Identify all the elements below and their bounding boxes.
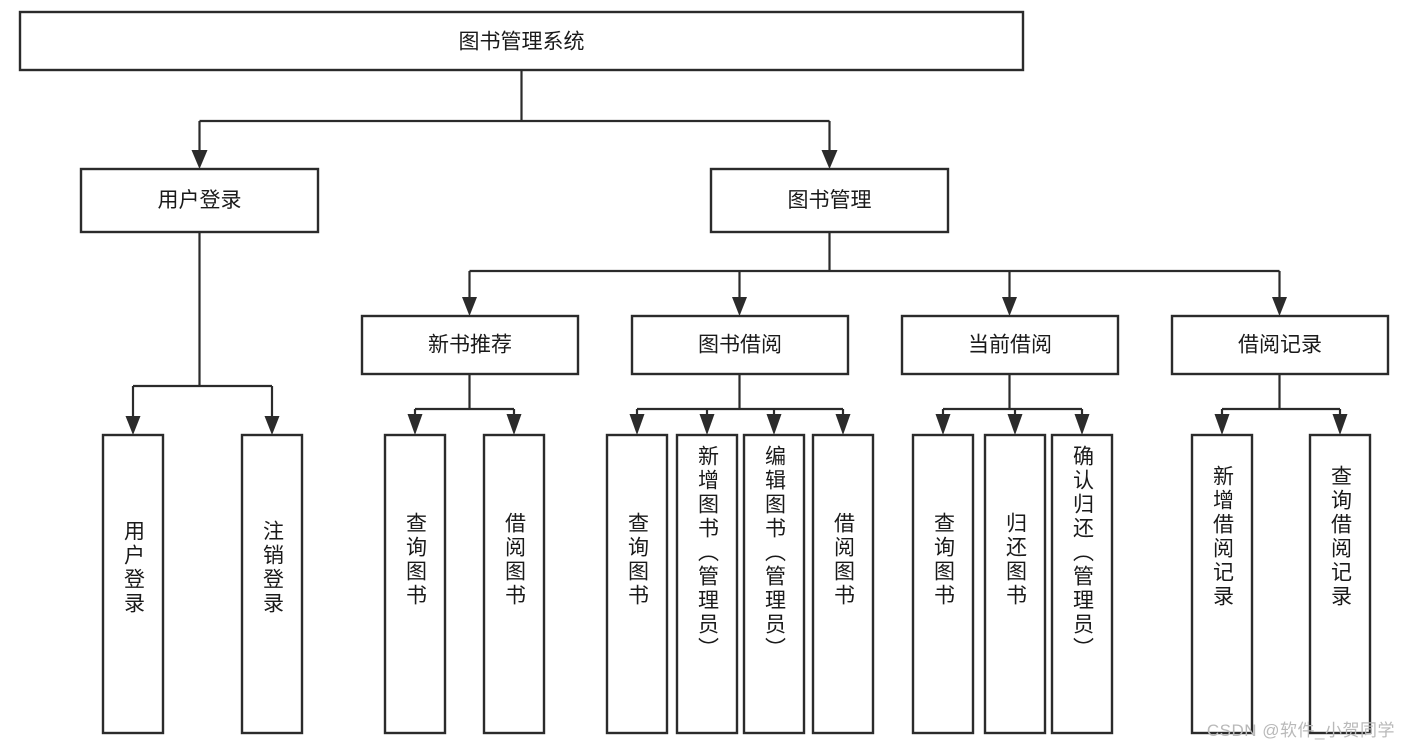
node-book-borrow-label: 图书借阅 <box>698 334 782 357</box>
arrowhead-leaf-query-record <box>1332 414 1348 435</box>
node-leaf-add-record-box[interactable] <box>1190 433 1254 735</box>
arrowhead-leaf-query-book-rec <box>407 414 423 435</box>
arrowhead-leaf-user-login <box>125 416 141 435</box>
node-book-manage-label: 图书管理 <box>788 189 872 212</box>
node-leaf-query-book-borrow-box[interactable] <box>605 433 669 735</box>
arrowhead-leaf-query-book-cur <box>935 414 951 435</box>
arrowhead-leaf-confirm-return <box>1074 414 1090 435</box>
arrowhead-leaf-add-book <box>699 414 715 435</box>
node-root-label: 图书管理系统 <box>459 31 585 54</box>
node-book-manage-box[interactable] <box>709 167 950 234</box>
arrowhead-borrow-record <box>1272 297 1287 316</box>
arrowhead-leaf-add-record <box>1214 414 1230 435</box>
arrowhead-book-manage <box>821 150 838 169</box>
arrowhead-leaf-query-book-borrow <box>629 414 645 435</box>
node-borrow-record-label: 借阅记录 <box>1238 334 1322 357</box>
arrowhead-leaf-edit-book <box>766 414 782 435</box>
arrowhead-user-login <box>191 150 208 169</box>
node-root-box[interactable] <box>18 10 1025 72</box>
node-user-login-box[interactable] <box>79 167 320 234</box>
node-current-borrow[interactable]: 当前借阅 <box>900 314 1120 376</box>
node-new-book-recommend-box[interactable] <box>360 314 580 376</box>
node-leaf-borrow-book-rec-box[interactable] <box>482 433 546 735</box>
node-new-book-recommend[interactable]: 新书推荐 <box>360 314 580 376</box>
node-leaf-return-book-box[interactable] <box>983 433 1047 735</box>
arrowhead-leaf-borrow-book-rec <box>506 414 522 435</box>
node-borrow-record-box[interactable] <box>1170 314 1390 376</box>
arrowhead-book-borrow <box>732 297 747 316</box>
arrowhead-leaf-borrow-book <box>835 414 851 435</box>
node-new-book-recommend-label: 新书推荐 <box>428 334 512 357</box>
node-user-login-label: 用户登录 <box>158 189 242 212</box>
node-root[interactable]: 图书管理系统 <box>18 10 1025 72</box>
node-leaf-borrow-book-box[interactable] <box>811 433 875 735</box>
node-leaf-query-book-rec-box[interactable] <box>383 433 447 735</box>
arrowhead-leaf-return-book <box>1007 414 1023 435</box>
node-book-borrow[interactable]: 图书借阅 <box>630 314 850 376</box>
node-book-borrow-box[interactable] <box>630 314 850 376</box>
node-current-borrow-label: 当前借阅 <box>968 334 1052 357</box>
node-borrow-record[interactable]: 借阅记录 <box>1170 314 1390 376</box>
arrowhead-current-borrow <box>1002 297 1017 316</box>
node-leaf-query-book-cur-box[interactable] <box>911 433 975 735</box>
arrowhead-new-book-recommend <box>462 297 477 316</box>
arrowhead-leaf-logout <box>264 416 280 435</box>
node-leaf-logout-box[interactable] <box>240 433 304 735</box>
node-leaf-add-book-box[interactable] <box>675 433 739 735</box>
node-leaf-user-login-box[interactable] <box>101 433 165 735</box>
node-leaf-edit-book-box[interactable] <box>742 433 806 735</box>
node-user-login[interactable]: 用户登录 <box>79 167 320 234</box>
node-book-manage[interactable]: 图书管理 <box>709 167 950 234</box>
node-leaf-query-record-box[interactable] <box>1308 433 1372 735</box>
leaf-boxes-layer <box>101 433 1372 735</box>
node-leaf-confirm-return-box[interactable] <box>1050 433 1114 735</box>
edges-layer <box>125 70 1348 435</box>
csdn-watermark: CSDN @软件_小贺同学 <box>1206 721 1395 740</box>
node-current-borrow-box[interactable] <box>900 314 1120 376</box>
